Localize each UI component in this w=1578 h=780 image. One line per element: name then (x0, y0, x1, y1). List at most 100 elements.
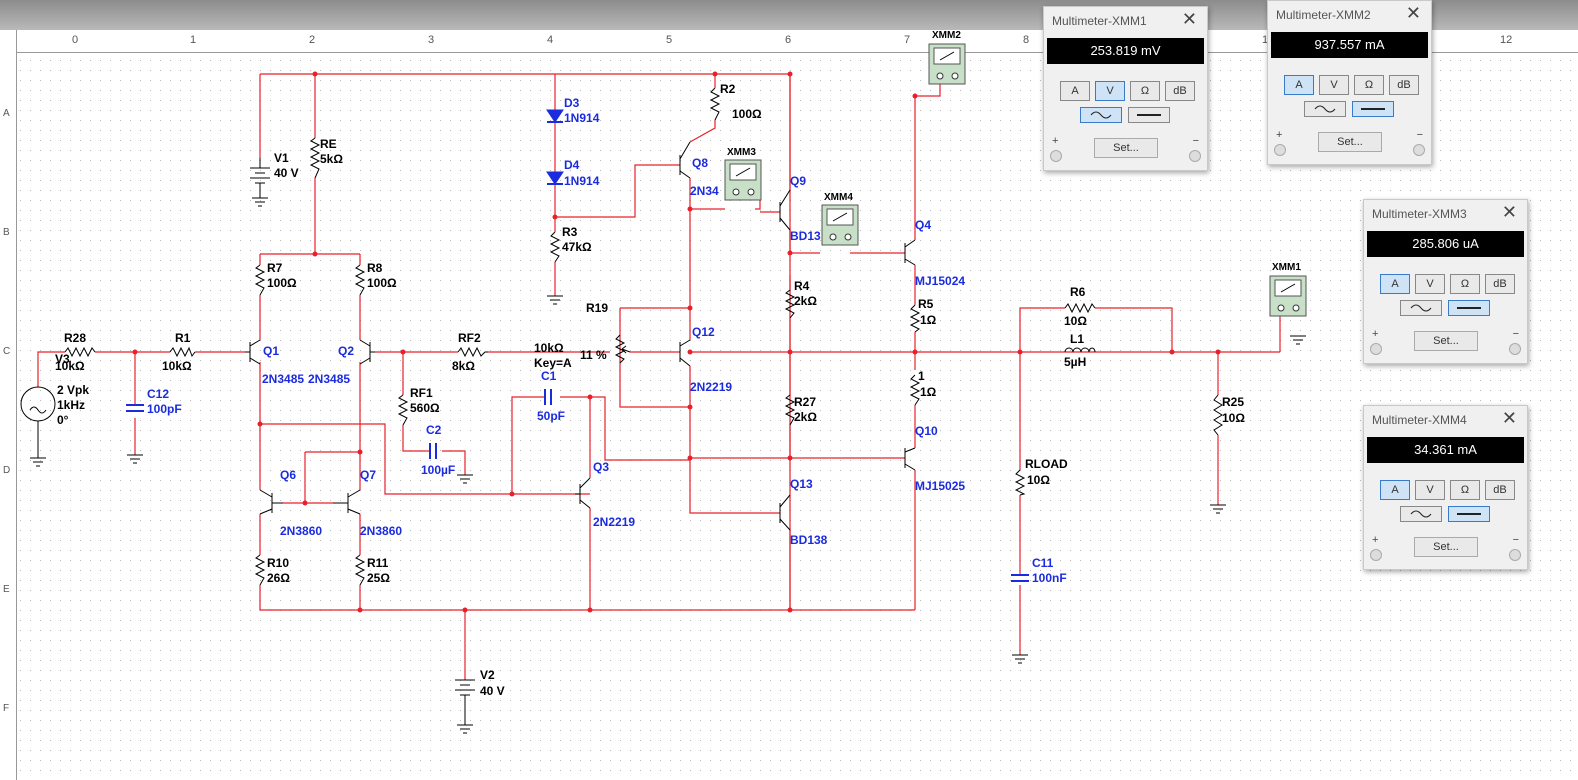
close-icon[interactable]: ✕ (1501, 408, 1517, 428)
multimeter-xmm2-window[interactable]: Multimeter-XMM2 ✕ 937.557 mA A V Ω dB + … (1267, 0, 1432, 165)
q13-transistor (779, 494, 791, 531)
label-q12-model: 2N2219 (690, 380, 732, 394)
ohmmeter-button[interactable]: Ω (1354, 75, 1384, 95)
dc-mode-button[interactable] (1352, 101, 1394, 117)
label-r1-value: 10kΩ (162, 359, 192, 373)
label-r5-value: 1Ω (920, 313, 937, 327)
multimeter-xmm1-window[interactable]: Multimeter-XMM1 ✕ 253.819 mV A V Ω dB + … (1043, 6, 1208, 171)
close-icon[interactable]: ✕ (1181, 9, 1197, 29)
ac-mode-button[interactable] (1304, 101, 1346, 117)
ammeter-button[interactable]: A (1284, 75, 1314, 95)
voltmeter-button[interactable]: V (1415, 480, 1445, 500)
plus-terminal[interactable] (1274, 144, 1286, 156)
q10-transistor (904, 447, 916, 471)
ohmmeter-button[interactable]: Ω (1130, 81, 1160, 101)
r3-resistor (549, 231, 561, 263)
ruler-col-label: 2 (309, 34, 316, 46)
r11-resistor (354, 554, 366, 586)
plus-terminal[interactable] (1050, 150, 1062, 162)
voltmeter-button[interactable]: V (1415, 274, 1445, 294)
label-xmm2: XMM2 (932, 30, 961, 41)
label-r1b: 1 (918, 369, 925, 383)
dc-mode-button[interactable] (1128, 107, 1170, 123)
multimeter-xmm3-window[interactable]: Multimeter-XMM3 ✕ 285.806 uA A V Ω dB + … (1363, 199, 1528, 364)
label-r4: R4 (794, 279, 810, 293)
ac-mode-button[interactable] (1400, 300, 1442, 316)
label-rf2-value: 8kΩ (452, 359, 475, 373)
ammeter-button[interactable]: A (1380, 274, 1410, 294)
set-button[interactable]: Set... (1094, 138, 1158, 158)
r19-potentiometer (614, 334, 626, 364)
decibel-button[interactable]: dB (1485, 480, 1515, 500)
minus-terminal-label: − (1512, 534, 1519, 546)
set-button[interactable]: Set... (1318, 132, 1382, 152)
ac-mode-button[interactable] (1080, 107, 1122, 123)
voltmeter-button[interactable]: V (1319, 75, 1349, 95)
label-d3-model: 1N914 (564, 111, 600, 125)
decibel-button[interactable]: dB (1165, 81, 1195, 101)
left-ruler (0, 30, 17, 780)
ac-wave-icon (1410, 304, 1432, 312)
set-button[interactable]: Set... (1414, 331, 1478, 351)
label-q7: Q7 (360, 468, 376, 482)
c11-capacitor (1011, 574, 1029, 582)
labels: R28 10kΩ V3 2 Vpk 1kHz 0° R1 10kΩ C12 10… (55, 30, 1301, 698)
ruler-row-label: B (3, 227, 10, 238)
decibel-button[interactable]: dB (1389, 75, 1419, 95)
xmm3-instrument[interactable] (724, 159, 762, 201)
close-icon[interactable]: ✕ (1501, 202, 1517, 222)
re-resistor (309, 137, 321, 179)
decibel-button[interactable]: dB (1485, 274, 1515, 294)
set-button[interactable]: Set... (1414, 537, 1478, 557)
label-r10: R10 (267, 556, 289, 570)
label-c2-value: 100µF (421, 463, 455, 477)
label-r3: R3 (562, 225, 578, 239)
meter-readout: 34.361 mA (1367, 437, 1524, 463)
plus-terminal[interactable] (1370, 343, 1382, 355)
ruler-col-label: 4 (547, 34, 554, 46)
xmm4-instrument[interactable] (821, 204, 859, 246)
q3-transistor (575, 477, 591, 509)
window-title: Multimeter-XMM4 (1372, 413, 1467, 427)
ground-symbols (127, 295, 1306, 664)
label-q9-model: BD13 (790, 229, 821, 243)
r2-resistor (709, 87, 721, 121)
ohmmeter-button[interactable]: Ω (1450, 274, 1480, 294)
label-c1: C1 (541, 369, 557, 383)
dc-line-icon (1137, 114, 1161, 116)
voltmeter-button[interactable]: V (1095, 81, 1125, 101)
label-xmm4: XMM4 (824, 192, 853, 203)
label-q1: Q1 (263, 344, 279, 358)
xmm2-instrument[interactable] (928, 43, 966, 85)
dc-mode-button[interactable] (1448, 300, 1490, 316)
minus-terminal[interactable] (1189, 150, 1201, 162)
label-q2-model: 2N3485 (308, 372, 350, 386)
c12-capacitor (126, 404, 144, 412)
q4-transistor (904, 239, 916, 266)
minus-terminal[interactable] (1413, 144, 1425, 156)
minus-terminal[interactable] (1509, 549, 1521, 561)
ruler-row-label: A (3, 108, 10, 119)
dc-line-icon (1361, 108, 1385, 110)
ohmmeter-button[interactable]: Ω (1450, 480, 1480, 500)
q12-transistor (679, 339, 691, 367)
ammeter-button[interactable]: A (1380, 480, 1410, 500)
multimeter-xmm4-window[interactable]: Multimeter-XMM4 ✕ 34.361 mA A V Ω dB + −… (1363, 405, 1528, 570)
label-v1-value: 40 V (274, 166, 299, 180)
ac-mode-button[interactable] (1400, 506, 1442, 522)
close-icon[interactable]: ✕ (1405, 3, 1421, 23)
label-r10-value: 26Ω (267, 571, 290, 585)
xmm1-instrument[interactable] (1269, 275, 1307, 317)
dc-mode-button[interactable] (1448, 506, 1490, 522)
minus-terminal[interactable] (1509, 343, 1521, 355)
ammeter-button[interactable]: A (1060, 81, 1090, 101)
plus-terminal[interactable] (1370, 549, 1382, 561)
ac-wave-icon (1090, 111, 1112, 119)
label-c12-value: 100pF (147, 402, 182, 416)
ruler-col-label: 8 (1023, 34, 1030, 46)
label-q3: Q3 (593, 460, 609, 474)
q7-transistor (333, 489, 361, 515)
grid-background (17, 53, 1578, 780)
ruler-row-label: D (3, 465, 11, 476)
